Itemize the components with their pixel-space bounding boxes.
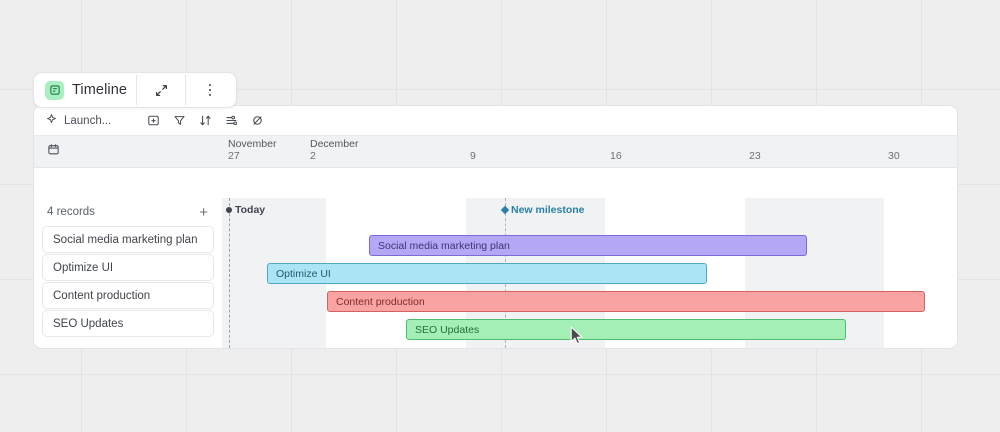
toolbar-icon-group	[146, 113, 265, 128]
tick-month: November	[228, 138, 277, 150]
tick-day: 27	[228, 150, 240, 163]
tick-day: 9	[470, 150, 476, 163]
calendar-icon[interactable]	[47, 143, 60, 161]
record-row[interactable]: Social media marketing plan	[42, 226, 214, 253]
date-tick: 16	[610, 136, 622, 163]
date-tick: 30	[888, 136, 900, 163]
record-label: Social media marketing plan	[53, 233, 198, 246]
tick-month	[888, 138, 900, 150]
bar-label: Social media marketing plan	[378, 239, 510, 252]
bar-label: SEO Updates	[415, 323, 480, 336]
tick-month	[749, 138, 761, 150]
milestone-row: Today New milestone	[222, 198, 957, 224]
marker-label: New milestone	[511, 204, 585, 216]
sidebar-header	[34, 136, 222, 167]
date-tick: 9	[470, 136, 476, 163]
date-tick: 23	[749, 136, 761, 163]
add-field-icon[interactable]	[146, 113, 161, 128]
sort-icon[interactable]	[198, 113, 213, 128]
record-label: SEO Updates	[53, 317, 124, 330]
record-row[interactable]: Optimize UI	[42, 254, 214, 281]
window-title: Timeline	[72, 82, 128, 98]
group-icon[interactable]	[224, 113, 239, 128]
bar-content-production[interactable]: Content production	[327, 291, 925, 312]
record-label: Content production	[53, 289, 151, 302]
filter-icon[interactable]	[172, 113, 187, 128]
records-count-label: 4 records	[47, 206, 95, 218]
timeline-app-icon	[45, 80, 64, 100]
titlebar-divider-1	[136, 75, 138, 105]
milestone-diamond-icon	[500, 205, 510, 215]
bar-social-media-marketing-plan[interactable]: Social media marketing plan	[369, 235, 807, 256]
app-title-group[interactable]: Timeline	[36, 75, 136, 105]
today-marker[interactable]: Today	[226, 204, 265, 216]
new-milestone-marker[interactable]: New milestone	[500, 204, 585, 216]
records-header: 4 records +	[42, 198, 214, 226]
record-label: Optimize UI	[53, 261, 114, 274]
tick-day: 16	[610, 150, 622, 163]
marker-label: Today	[235, 204, 266, 216]
bar-optimize-ui[interactable]: Optimize UI	[267, 263, 707, 284]
tick-day: 23	[749, 150, 761, 163]
expand-arrows-icon[interactable]	[137, 75, 185, 105]
tick-day: 30	[888, 150, 900, 163]
add-record-button[interactable]: +	[199, 203, 208, 221]
spark-icon	[46, 112, 57, 130]
tick-month	[470, 138, 476, 150]
timeline-grid[interactable]: Today New milestone Social media marketin…	[222, 198, 957, 348]
bar-label: Optimize UI	[276, 267, 331, 280]
timeline-panel: Launch...	[33, 105, 958, 349]
bar-label: Content production	[336, 295, 425, 308]
tick-month	[610, 138, 622, 150]
titlebar-divider-2	[185, 75, 187, 105]
view-toolbar: Launch...	[34, 106, 957, 136]
mouse-cursor	[570, 326, 583, 346]
bar-seo-updates[interactable]: SEO Updates	[406, 319, 846, 340]
today-marker-line	[229, 198, 230, 348]
timeline-window: Timeline Launch...	[33, 72, 958, 349]
record-row[interactable]: Content production	[42, 282, 214, 309]
hide-fields-icon[interactable]	[250, 113, 265, 128]
tick-day: 2	[310, 150, 316, 163]
window-titlebar: Timeline	[33, 72, 238, 108]
launch-label: Launch...	[64, 114, 112, 127]
today-dot-icon	[226, 207, 232, 213]
record-row[interactable]: SEO Updates	[42, 310, 214, 337]
tick-month: December	[310, 138, 359, 150]
more-vertical-icon[interactable]	[186, 75, 234, 105]
launch-button[interactable]: Launch...	[46, 112, 111, 130]
